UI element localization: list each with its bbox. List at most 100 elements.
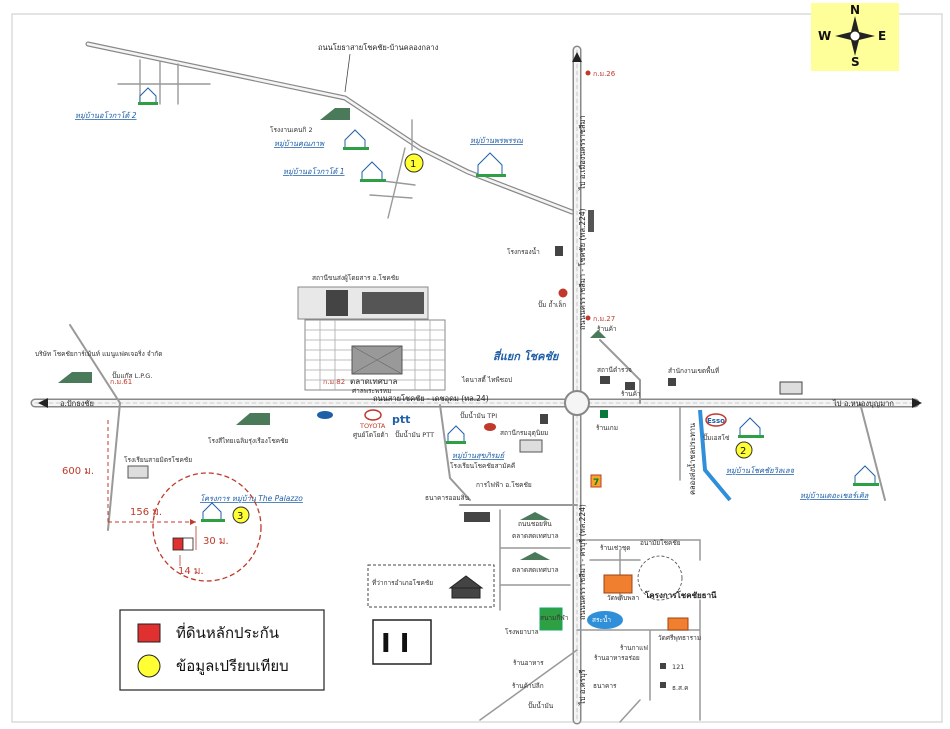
village-icon [738,417,764,438]
b8-label: ปั๊มน้ำมัน [528,701,554,710]
comparison-marker-1 [404,153,424,173]
shell-logo-icon [558,288,568,298]
game-store-label: ร้านเกม [596,424,618,432]
b16-icon [660,663,666,669]
dynasty-label: ไดนาสตี้ ไทพีชอป [461,375,512,384]
legend-box [119,609,325,691]
b16-label: 121 [672,663,684,671]
village-label-v1: หมู่บ้านอโวกาโด้ 2 [75,111,137,120]
km26-label: ก.ม.26 [593,70,616,78]
b17-label: ธ.ส.ค [672,684,688,692]
arrow-icon [190,519,196,525]
rice-mill-icon [236,413,270,425]
village-icon [343,129,369,150]
canal-label: คลองส่งน้ำชลประทาน [687,423,697,495]
legend-collateral-label: ที่ดินหลักประกัน [176,622,279,642]
highway-224-north-label: ถนนนครราชสีมา - โชคชัย (ทล.224) [578,208,587,330]
temple-icon-2 [667,617,689,631]
km82-label: ก.ม.82 [323,378,345,386]
market3-label: ตลาดสดเทศบาล [512,566,559,574]
village-icon [476,152,506,177]
distance-30-label: 30 ม. [203,536,229,547]
right-arrow-icon [912,398,922,408]
north-road-pointer [344,53,351,93]
company-factory-icon [58,372,92,383]
esso-logo-icon [705,413,727,427]
district-office-label: ที่ว่าการอำเภอโชคชัย [372,578,433,587]
b5-label: ร้านอาหาร [513,659,544,667]
buildings: โรงงานเคนกิ 2 บริษัท โชคชัยการ์เม้นท์ แม… [35,108,803,522]
seven-eleven-icon [590,474,602,488]
sanyaek-label: สี่แยก โชคชัย [493,348,560,363]
government-building-icon [448,575,484,599]
toyota-label: ศูนย์โตโยต้า [353,431,389,439]
marker-1-label: 1 [410,159,416,170]
station-building-2 [362,292,424,314]
lane-v1 [117,59,211,105]
school1-label: โรงเรียนโชคชัยสามัคคี [450,462,515,470]
tpi-logo-icon [484,423,496,431]
top-arrow-icon [572,52,582,62]
comparison-marker-3 [232,506,250,524]
district-office-box [367,564,495,608]
local-road-label: ถนนชอยหิน [518,520,552,528]
village-label-v6: หมู่บ้านโชคชัยวิลเลจ [726,466,795,475]
east-soi [576,539,701,561]
collateral-plot [172,537,184,551]
km-dot [585,315,591,321]
km-dot [585,70,591,76]
distance-600-label: 600 ม. [62,466,94,477]
east-building-icon [600,376,610,384]
store-label: ร้านค้า [597,325,617,333]
bottom-direction-label: ไป อ.ครบุรี [578,669,587,706]
highway-24-label: ถนนสายโชคชัย - เดชอุดม (ทล.24) [373,394,489,403]
pond-label: สระน้ำ [592,615,611,624]
village-label-v7: หมู่บ้านเดอะเชอร์เคิล [800,491,869,500]
store2-label: ร้านค้า [621,390,641,398]
school2-label: โรงเรียนสายมิตรโชคชัย [124,456,192,464]
adjacent-plot [182,537,194,551]
east-building-icon-2 [625,382,635,390]
hospital-label: โรงพยาบาล [505,628,539,636]
north-road-inner [86,42,574,214]
village-label-v3: หมู่บ้านอโวกาโด้ 1 [283,167,345,176]
tpi-label: ปั๊มน้ำมัน TPI [460,411,497,420]
village-icon [360,161,386,182]
shield-label: I I [381,629,409,659]
highway-224-south-label: ถนนนครราชสีมา - ครบุรี (ทล.224) [578,504,587,620]
lpg-label: ปั๊มแก๊ส L.P.G. [112,371,152,380]
pond-icon [587,611,623,629]
east-building-icon-3 [668,378,676,386]
left-arrow-icon [38,398,48,408]
village-label-v4: หมู่บ้านพรพรรณ [470,136,524,145]
ford-logo-icon [317,411,333,419]
small-building-icon [555,246,563,256]
legend-comparison-swatch [137,654,161,678]
police-label: สถานีตำรวจ [597,366,632,374]
shield-box [372,619,432,665]
company-label: บริษัท โชคชัยการ์เม้นท์ แมนูแฟคเจอริ่ง จ… [35,349,162,358]
factory-icon [320,108,350,120]
subject-property-area: 600 ม. 156 ม. 30 ม. 14 ม. [62,420,262,582]
km-markers: ก.ม.26 ก.ม.27 ก.ม.61 ก.ม.82 [110,70,616,386]
distance-156-label: 156 ม. [130,507,162,518]
gsbank-icon [464,512,490,522]
south-district: ที่ว่าการอำเภอโชคชัย ตลาดสดเทศบาล ตลาดสด… [367,512,717,710]
village-label-v5: หมู่บ้านสุขภิรมย์ [452,451,506,460]
marker-3-label: 3 [237,511,243,522]
school1-icon [519,439,543,453]
factory2-label: โรงงานเคนกิ 2 [270,126,313,134]
km61-label: ก.ม.61 [110,378,132,386]
market-roads [499,509,571,611]
meteo-label: สถานีกรมอุตุนิยม [500,429,548,437]
legend-comparison-label: ข้อมูลเปรียบเทียบ [176,657,289,675]
village-icon [446,425,466,444]
roundabout [564,390,590,416]
legend-collateral-swatch [137,623,161,643]
village-icon [138,87,158,105]
property-radius-circle [152,472,262,582]
wat-label: วัดพลับพลา [607,594,640,602]
left-direction-label: อ.ปักธงชัย [60,399,94,408]
b17-icon [660,682,666,688]
